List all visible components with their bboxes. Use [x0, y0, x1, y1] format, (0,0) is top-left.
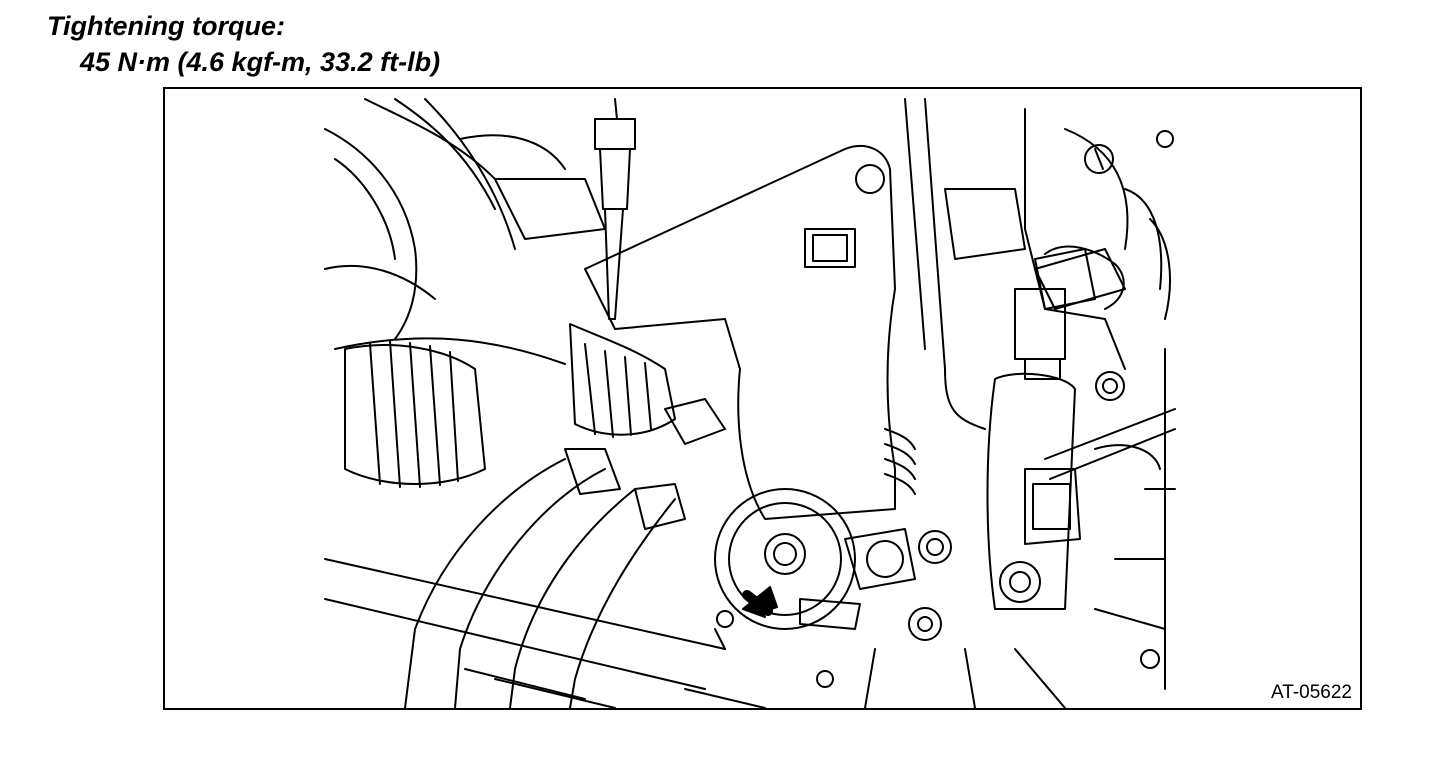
tightening-torque-heading: Tightening torque:	[47, 11, 285, 41]
figure-frame: AT-05622	[163, 87, 1362, 710]
torque-value: 45 N·m (4.6 kgf-m, 33.2 ft-lb)	[80, 47, 441, 77]
engine-line-drawing	[324, 98, 1176, 708]
figure-code: AT-05622	[1271, 682, 1352, 703]
